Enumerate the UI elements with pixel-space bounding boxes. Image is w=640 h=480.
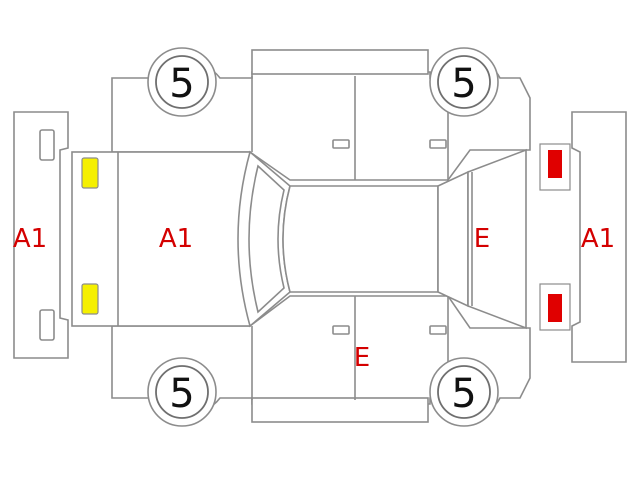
wheel-front-right-label: 5 [169, 371, 194, 417]
wheel-rear-left: 5 [429, 47, 499, 117]
rear-lamp-bottom-red [548, 294, 562, 322]
rear-lamp-top-red [548, 150, 562, 178]
right-rear-door-mark: E [354, 343, 370, 373]
wheel-front-left: 5 [147, 47, 217, 117]
windshield-inner [248, 164, 285, 314]
left-rear-door-handle [429, 139, 447, 149]
front-bumper-mark: A1 [13, 224, 47, 254]
wheel-rear-right: 5 [429, 357, 499, 427]
right-front-door-handle [332, 325, 350, 335]
right-side-roof-rail [251, 397, 429, 423]
rear-window [437, 170, 469, 308]
wheel-front-right: 5 [147, 357, 217, 427]
front-lamp-bottom [81, 283, 99, 315]
front-bumper-fog-lamp-top [39, 129, 55, 161]
rear-door-mark: E [474, 224, 490, 254]
wheel-rear-left-label: 5 [451, 61, 476, 107]
rear-hatch [467, 148, 527, 330]
wheel-front-left-label: 5 [169, 61, 194, 107]
hood-mark: A1 [159, 224, 193, 254]
wheel-rear-right-label: 5 [451, 371, 476, 417]
rear-bumper [571, 111, 627, 363]
front-lamp-top [81, 157, 99, 189]
front-bumper [13, 111, 69, 359]
left-side-roof-rail [251, 49, 429, 75]
roof [282, 185, 439, 293]
front-bumper-fog-lamp-bottom [39, 309, 55, 341]
right-rear-door-handle [429, 325, 447, 335]
hood [71, 151, 251, 327]
rear-bumper-mark: A1 [581, 224, 615, 254]
left-front-door-handle [332, 139, 350, 149]
